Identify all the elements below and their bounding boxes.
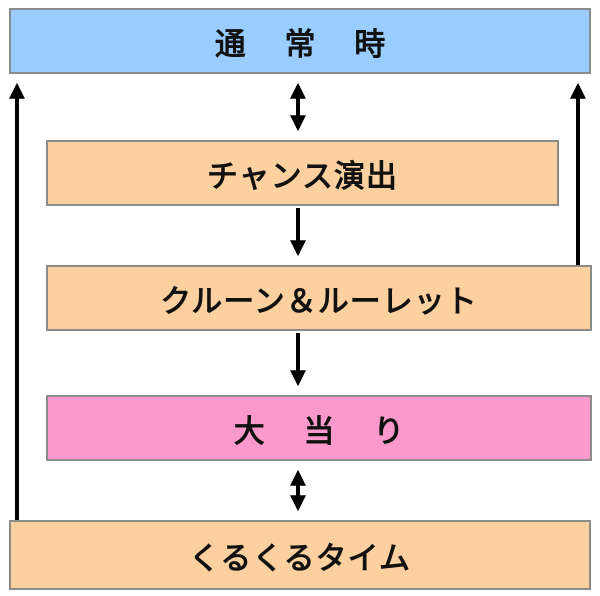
state-jackpot-label: 大 当 り [233, 413, 419, 450]
state-kurukuru-time-label: くるくるタイム [188, 540, 412, 577]
state-chance-box: チャンス演出 [46, 140, 559, 206]
state-chance-label: チャンス演出 [206, 158, 399, 195]
state-normal-box: 通 常 時 [9, 8, 591, 74]
state-jackpot-box: 大 当 り [46, 395, 592, 461]
state-kurukuru-time-box: くるくるタイム [9, 520, 591, 590]
state-clune-roulette-box: クルーン＆ルーレット [46, 265, 592, 331]
state-clune-roulette-label: クルーン＆ルーレット [160, 283, 478, 320]
state-normal-label: 通 常 時 [214, 26, 400, 63]
